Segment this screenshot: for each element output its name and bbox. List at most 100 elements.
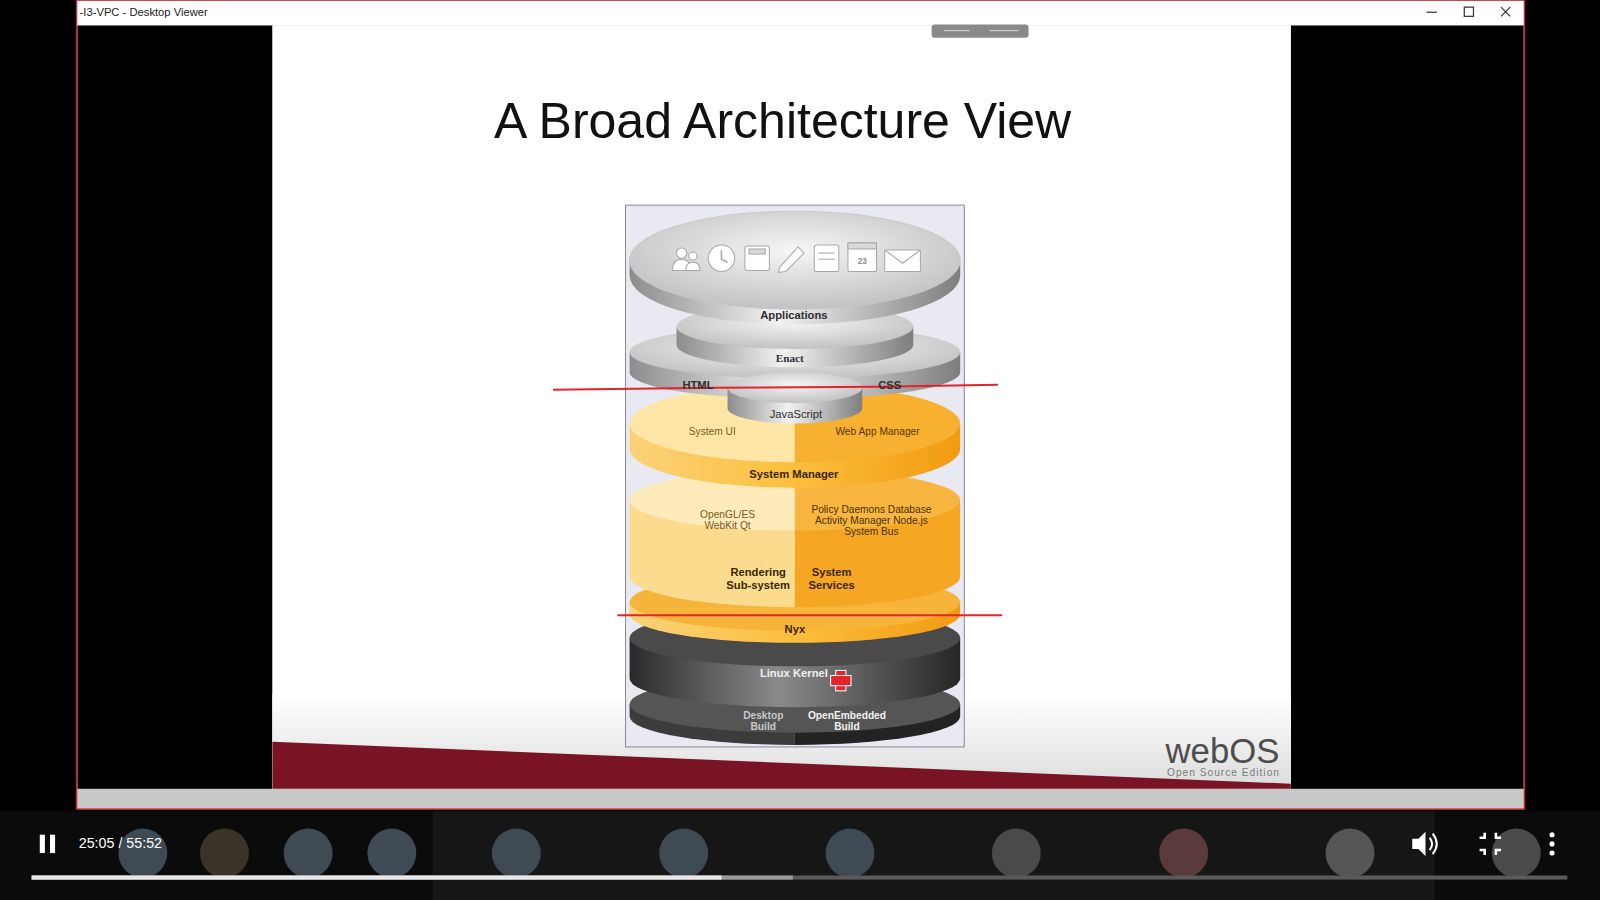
architecture-stack [553,205,1002,747]
app-icons [818,253,834,254]
slide-background [990,30,1019,31]
player-controls [118,829,1540,878]
player-controls [40,835,45,853]
brand-logo: webOS [1166,732,1280,770]
player-controls [992,829,1041,878]
app-icons [885,250,921,271]
stack-layer: Web App Manager [835,426,919,437]
stack-layer: Nyx [785,623,806,635]
stack-layer: System Manager [749,468,838,480]
pointer-cursor [831,676,851,686]
annotation-stroke [617,614,1002,616]
app-icons [672,243,920,273]
architecture-stack [626,205,965,747]
player-controls [32,876,793,880]
annotation-stroke [553,385,1002,616]
player-controls [1549,841,1554,846]
stack-layer: OpenGL/ES WebKit Qt [699,509,756,531]
player-controls [659,829,708,878]
calendar-date: 23 [858,258,867,267]
app-icons [677,248,687,258]
player-controls [1326,829,1375,878]
slide-background [272,26,1290,789]
pointer-cursor [837,677,845,685]
slide-background [272,24,1290,788]
app-icons [745,246,769,270]
layer-label: OpenGL/ES WebKit Qt [699,509,756,531]
window-frame [78,1,1524,25]
app-icons [848,243,877,249]
player-controls [1549,832,1554,837]
slide-background [272,742,1290,789]
player-controls [433,811,1435,900]
player-controls [492,829,541,878]
stack-layer: Linux Kernel [760,667,828,679]
app-icons [848,243,877,272]
player-controls [50,835,55,853]
window-frame [1427,12,1437,13]
player-controls [32,876,1568,880]
stack-layer: Enact [776,352,804,364]
architecture-stack [630,211,961,309]
window-frame [77,0,1525,809]
annotation-stroke [553,385,998,390]
layer-label: Enact [776,352,804,364]
stack-layer: CSS [878,379,901,391]
player-controls [200,829,249,878]
player-controls [32,876,722,880]
layer-label: System UI [689,426,736,437]
stack-layer: System Services [803,566,860,591]
layer-label: Nyx [785,623,806,635]
pointer-cursor [831,670,851,690]
player-controls [1159,829,1208,878]
app-icons [689,252,697,260]
slide-background [932,24,1029,37]
stack-layer: HTML [682,379,713,391]
slide-background [944,30,1018,31]
window-frame [77,0,1525,809]
stack-layer: Rendering Sub-system [726,566,791,591]
layer-label: System Services [803,566,860,591]
layer-label: Desktop Build [735,710,792,732]
player-controls [1480,833,1501,855]
player-controls [1412,832,1425,856]
brand-tagline: Open Source Edition [1167,767,1280,778]
stack-layer: Applications [760,309,827,321]
app-icons [818,259,834,260]
stack-layer: Desktop Build [735,710,792,732]
layer-label: HTML [682,379,713,391]
window-frame [1427,7,1511,16]
layer-label: Web App Manager [835,426,919,437]
app-icons [749,249,765,254]
app-icons [686,262,700,270]
pointer-cursor [836,670,846,690]
app-icons [721,250,727,262]
layer-label: Linux Kernel [760,667,828,679]
stack-layer: OpenEmbedded Build [800,710,894,732]
window-frame [1501,7,1510,16]
slide-title: A Broad Architecture View [494,92,1071,150]
slide-background [944,30,970,31]
app-icons [814,245,838,272]
player-controls [0,811,1600,900]
player-controls [40,832,1555,856]
layer-label: OpenEmbedded Build [800,710,894,732]
window-title: -I3-VPC - Desktop Viewer [80,6,208,18]
window-frame [1501,7,1510,16]
window-frame [1291,26,1524,789]
player-controls [826,829,875,878]
player-controls [0,811,1600,900]
player-controls [1430,834,1437,854]
stack-layer: JavaScript [770,408,822,420]
layer-label: CSS [878,379,901,391]
layer-label: Rendering Sub-system [726,566,791,591]
stack-layer: Policy Daemons Database Activity Manager… [802,504,941,538]
window-frame [78,26,273,789]
player-controls [367,829,416,878]
player-controls [1549,851,1554,856]
stack-layer: System UI [689,426,736,437]
player-controls [284,829,333,878]
playback-time: 25:05 / 55:52 [79,836,162,852]
layer-label: Applications [760,309,827,321]
